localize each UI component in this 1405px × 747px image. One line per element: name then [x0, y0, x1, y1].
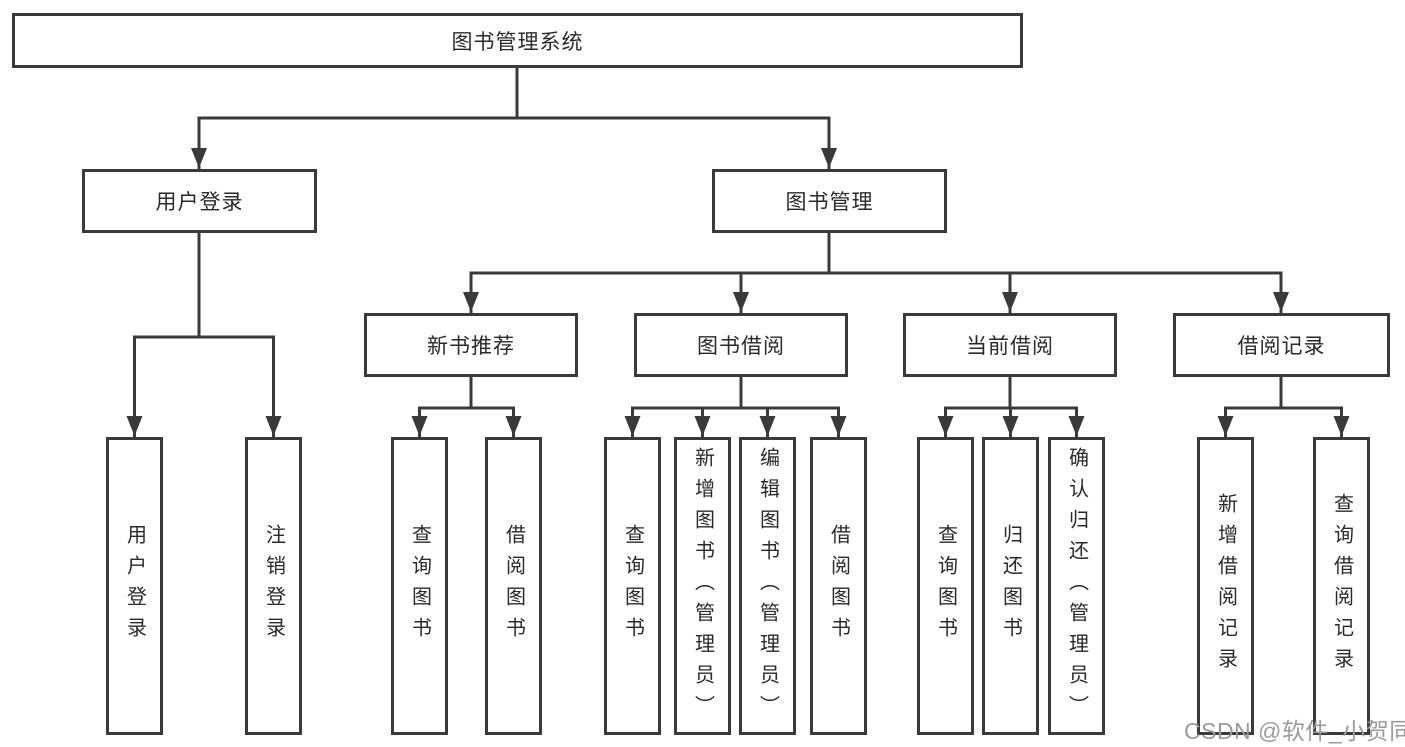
leaf-query-books-recommend-label: 查询图书 — [408, 524, 431, 648]
leaf-return-books: 归还图书 — [982, 437, 1039, 735]
node-borrowing-records: 借阅记录 — [1173, 313, 1390, 377]
node-current-borrowing: 当前借阅 — [903, 313, 1117, 377]
leaf-query-borrow-record: 查询借阅记录 — [1313, 437, 1370, 735]
leaf-query-books-borrowing-label: 查询图书 — [621, 524, 644, 648]
leaf-edit-books-admin: 编辑图书（管理员） — [739, 437, 796, 735]
leaf-logout-label: 注销登录 — [262, 524, 285, 648]
leaf-logout: 注销登录 — [245, 437, 302, 735]
node-book-management: 图书管理 — [712, 169, 947, 233]
node-book-borrowing: 图书借阅 — [634, 313, 848, 377]
leaf-add-borrow-record: 新增借阅记录 — [1197, 437, 1254, 735]
trunk-lines — [133, 66, 1343, 410]
leaf-user-login: 用户登录 — [106, 437, 163, 735]
leaf-query-books-current: 查询图书 — [917, 437, 974, 735]
leaf-query-books-current-label: 查询图书 — [934, 524, 957, 648]
leaf-query-borrow-record-label: 查询借阅记录 — [1330, 493, 1353, 679]
leaf-add-books-admin-label: 新增图书（管理员） — [691, 446, 714, 726]
node-new-book-recommendation: 新书推荐 — [364, 313, 578, 377]
node-library-management-system: 图书管理系统 — [12, 13, 1023, 68]
leaf-borrow-books-borrowing-label: 借阅图书 — [827, 524, 850, 648]
leaf-return-books-label: 归还图书 — [999, 524, 1022, 648]
leaf-add-books-admin: 新增图书（管理员） — [674, 437, 731, 735]
leaf-borrow-books-recommend-label: 借阅图书 — [502, 524, 525, 648]
csdn-watermark: CSDN @软件_小贺同学 — [1184, 718, 1405, 744]
leaf-add-borrow-record-label: 新增借阅记录 — [1214, 493, 1237, 679]
leaf-confirm-return-admin-label: 确认归还（管理员） — [1065, 446, 1088, 726]
leaf-borrow-books-recommend: 借阅图书 — [485, 437, 542, 735]
leaf-user-login-label: 用户登录 — [123, 524, 146, 648]
leaf-edit-books-admin-label: 编辑图书（管理员） — [756, 446, 779, 726]
leaf-query-books-borrowing: 查询图书 — [604, 437, 661, 735]
node-user-login: 用户登录 — [82, 169, 317, 233]
leaf-confirm-return-admin: 确认归还（管理员） — [1048, 437, 1105, 735]
leaf-borrow-books-borrowing: 借阅图书 — [810, 437, 867, 735]
leaf-query-books-recommend: 查询图书 — [391, 437, 448, 735]
